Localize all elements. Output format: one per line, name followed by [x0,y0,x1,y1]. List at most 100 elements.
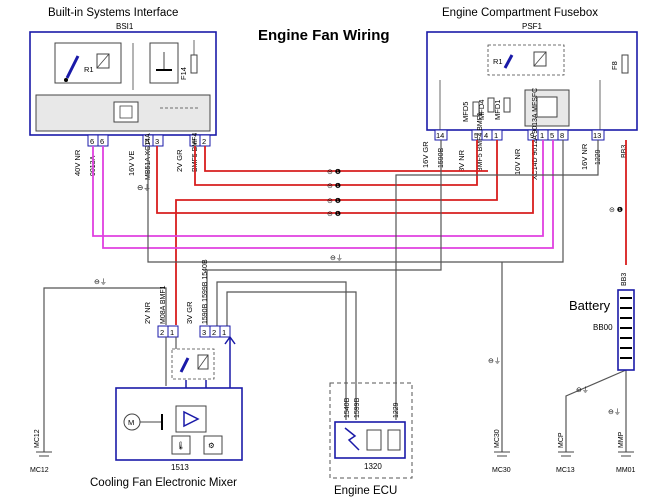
marker-red-4: ⊝ ❶ [327,210,341,218]
wire-red-bmf5 [204,146,488,172]
ground-mc30-label: MC30 [494,429,501,448]
bsi-module: BSI1 R1 F14 [29,22,217,136]
fan-color-b: 3V GR [185,301,194,324]
ground-mm01-label: MMP [618,431,625,448]
marker-red-2: ⊝ ❶ [327,182,341,190]
psf-pin-14: 14 [436,131,444,140]
marker-ground-left: ⊖⏚ [94,278,107,286]
psf-fuse-mfd5: MFD5 [461,102,470,122]
psf-header: Engine Compartment Fusebox [442,7,598,19]
psf-pin-1: 1 [494,131,498,140]
ground-mc12-label: MC12 [34,429,41,448]
fan-code: 1513 [171,463,189,472]
fan-pin-a1: 1 [170,328,174,337]
ecu-code: 1320 [364,462,382,471]
wire-gray-ground-mc12 [43,287,167,452]
wires: ⊝ ❶ ⊝ ❶ ⊝ ❶ ⊝ ❶ ⊝ ❶ ⊖⏚ ⊖⏚ ⊖⏚ ⊖⏚ ⊖⏚ [43,140,627,452]
ground-mc13-label: MCP [558,432,565,448]
bsi-relay-label: R1 [84,65,94,74]
bsi-pin-c1: 1 [192,137,196,146]
psf-color-1229: 16V NR [580,143,589,170]
psf-pin-8: 8 [560,131,564,140]
marker-ground-mc30: ⊖⏚ [488,357,501,365]
psf-wire-bmf: BMF5 BMF4 BMF1 [477,112,484,172]
fan-wire-b: 1590B 1599B 1540B [202,259,209,324]
diagram-title: Engine Fan Wiring [258,27,390,44]
wire-red-xc14 [156,140,534,214]
fan-pin-b3: 3 [202,328,206,337]
fan-gear-icon: ⚙ [208,441,215,450]
marker-ground-mid: ⊖⏚ [330,254,343,262]
bsi-color-a: 40V NR [73,149,82,176]
psf-code: PSF1 [522,22,543,31]
fan-label: Cooling Fan Electronic Mixer [90,477,237,489]
wire-gray-1599b [216,281,347,420]
wire-gray-mfsfc [147,140,564,263]
wire-red-bmf1 [175,140,498,325]
psf-relay-label: R1 [493,57,503,66]
wire-magenta-9013 [92,140,544,237]
psf-pin-4: 4 [484,131,488,140]
fan-wire-a: M08A BMF1 [160,285,167,324]
bsi-pin-a2: 6 [100,137,104,146]
bsi-header: Built-in Systems Interface [48,7,178,19]
marker-red-bb: ⊝ ❶ [609,206,623,214]
grounds: MC12 MC12 MC30 MC30 MCP MC13 MMP MM01 [30,429,636,474]
psf-color-xc: 10V NR [513,148,522,175]
bsi-pin-a1: 6 [90,137,94,146]
fan-pin-b1: 1 [222,328,226,337]
bsi-pin-c2: 2 [202,137,206,146]
ecu-wire-1540b: 1540B [344,397,351,418]
marker-red-3: ⊝ ❶ [327,197,341,205]
psf-color-14: 16V GR [421,141,430,168]
psf-pin-13: 13 [593,131,601,140]
wire-gray-1229 [395,140,599,420]
temp-icon: 🌡 [176,441,186,450]
ground-mc30: MC30 [492,467,511,474]
bsi-code: BSI1 [116,22,134,31]
bsi-pin-b2: 3 [155,137,159,146]
psf-fuse-f8: F8 [610,61,619,70]
battery-label: Battery [569,298,611,313]
psf-fuse-mfd1: MFD1 [493,100,502,120]
psf-connectors: 14 5 4 1 9 1 5 8 13 16V GR 1590B 8V NR B… [421,88,628,180]
fan-motor-symbol: M [128,418,134,427]
marker-ground-mc13: ⊖⏚ [576,386,589,394]
bsi-ground-symbol: ⊖⏚ [137,183,151,192]
wire-magenta-9012 [102,140,554,249]
battery-code: BB00 [593,323,613,332]
psf-wire-xc: XC14D 9012A 9013A MFSFC [532,88,539,180]
psf-pin-5: 5 [474,131,478,140]
ecu-wire-1599b: 1599B [354,397,361,418]
bsi-color-b: 16V VE [127,151,136,176]
psf-pin-9: 9 [530,131,534,140]
psf-fuse-mfd4: MFD4 [477,100,486,120]
fan-connectors: 2 1 3 2 1 2V NR M08A BMF1 3V GR 1590B 15… [143,259,231,338]
psf-module: PSF1 R1 F8 MFD5 MFD4 MFD1 [426,22,638,131]
ecu-label: Engine ECU [334,485,397,497]
wire-gray-ground-mc13 [565,369,627,452]
bsi-fuse-label: F14 [179,67,188,80]
ecu-wire-1229: 1229 [393,402,400,418]
psf-pin-5b: 5 [550,131,554,140]
ground-mc13: MC13 [556,467,575,474]
fan-pin-a2: 2 [160,328,164,337]
wire-red-bmf4 [194,140,478,186]
fan-color-a: 2V NR [143,301,152,324]
psf-pin-1b: 1 [540,131,544,140]
battery: Battery BB00 BB3 [569,273,635,371]
ground-mc12: MC12 [30,467,49,474]
bsi-pin-b1: 6 [145,137,149,146]
marker-red-1: ⊝ ❶ [327,168,341,176]
psf-color-bmf: 8V NR [457,149,466,172]
fan-module: M 🌡 ⚙ 1513 Cooling Fan Electronic Mixer [90,387,243,489]
marker-ground-mm01: ⊖⏚ [608,408,621,416]
bsi-color-c: 2V GR [175,149,184,172]
wire-gray-1590b [206,140,442,325]
wire-gray-1540b [226,291,357,420]
fan-pin-b2: 2 [212,328,216,337]
ground-mm01: MM01 [616,467,636,474]
psf-wire-bb3: BB3 [621,145,628,158]
